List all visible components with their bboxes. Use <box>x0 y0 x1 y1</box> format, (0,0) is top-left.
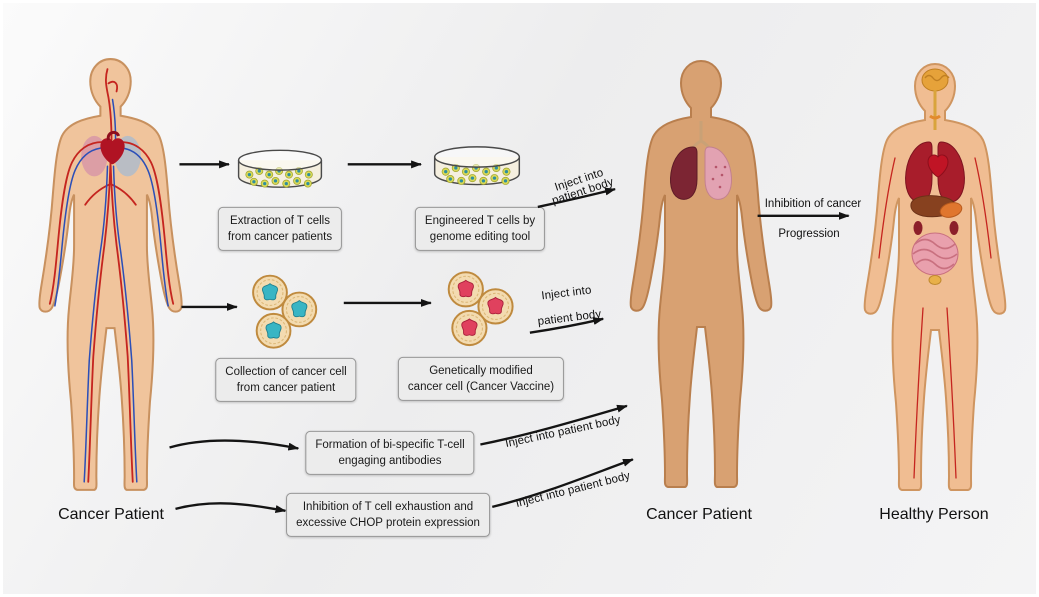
outcome-line1: Inhibition of cancer <box>764 198 862 210</box>
inject-text-antibody: Inject into patient body <box>504 413 622 451</box>
intestine-coils-icon <box>912 238 958 270</box>
left-figure-label: Cancer Patient <box>58 506 164 523</box>
heart-icon <box>100 138 125 165</box>
lung-spots-icon <box>711 165 727 189</box>
petri-dish-engineered-tcells <box>431 139 523 197</box>
limb-arteries-icon <box>878 157 992 479</box>
engineered-label: Engineered T cells by genome editing too… <box>414 206 546 252</box>
stomach-icon <box>939 202 963 218</box>
cancer-patient-left-illustration <box>38 58 183 491</box>
inject-text-tcell: Inject into patient body <box>550 166 616 208</box>
petri-dish-icon <box>433 146 521 186</box>
center-figure-label: Cancer Patient <box>646 506 752 523</box>
petri-dish-extracted-tcells <box>235 143 325 199</box>
brain-folds-icon <box>924 74 950 82</box>
extraction-label: Extraction of T cells from cancer patien… <box>217 206 343 252</box>
aorta-icon <box>106 130 121 141</box>
inject-text-chop: Inject into patient body <box>514 469 632 511</box>
petri-dish-icon <box>237 149 323 188</box>
veins-icon <box>54 98 169 483</box>
arrow-patient-to-chop <box>175 502 287 513</box>
cancer-cell-cluster-teal-icon <box>252 274 318 349</box>
bispecific-formation-label: Formation of bi-specific T-cell engaging… <box>305 430 475 476</box>
lung-icon <box>704 146 732 200</box>
arteries-icon <box>48 68 175 483</box>
cancer-cell-cluster-modified <box>441 265 523 355</box>
thyroid-icon <box>929 114 941 120</box>
diseased-lung-icon <box>670 146 698 200</box>
collection-label: Collection of cancer cell from cancer pa… <box>215 357 357 403</box>
healthy-person-figure <box>855 58 1015 498</box>
heart-icon <box>927 154 949 178</box>
healthy-person-illustration <box>863 63 1007 491</box>
cancer-patient-left-figure <box>28 53 193 498</box>
bladder-icon <box>928 275 942 285</box>
right-figure-label: Healthy Person <box>879 506 989 523</box>
chop-inhibition-label: Inhibition of T cell exhaustion and exce… <box>286 492 490 538</box>
modified-label: Genetically modified cancer cell (Cancer… <box>397 356 565 402</box>
inject-text-vaccine: Inject into patient body <box>537 284 602 328</box>
cancer-cell-cluster-red-icon <box>447 271 514 347</box>
cancer-patient-center-illustration <box>629 60 773 488</box>
kidney-right-icon <box>949 221 959 235</box>
outcome-line2: Progression <box>778 228 840 240</box>
cancer-cell-cluster-collected <box>246 268 326 358</box>
kidney-left-icon <box>913 221 923 235</box>
cancer-patient-center-figure <box>621 55 781 495</box>
